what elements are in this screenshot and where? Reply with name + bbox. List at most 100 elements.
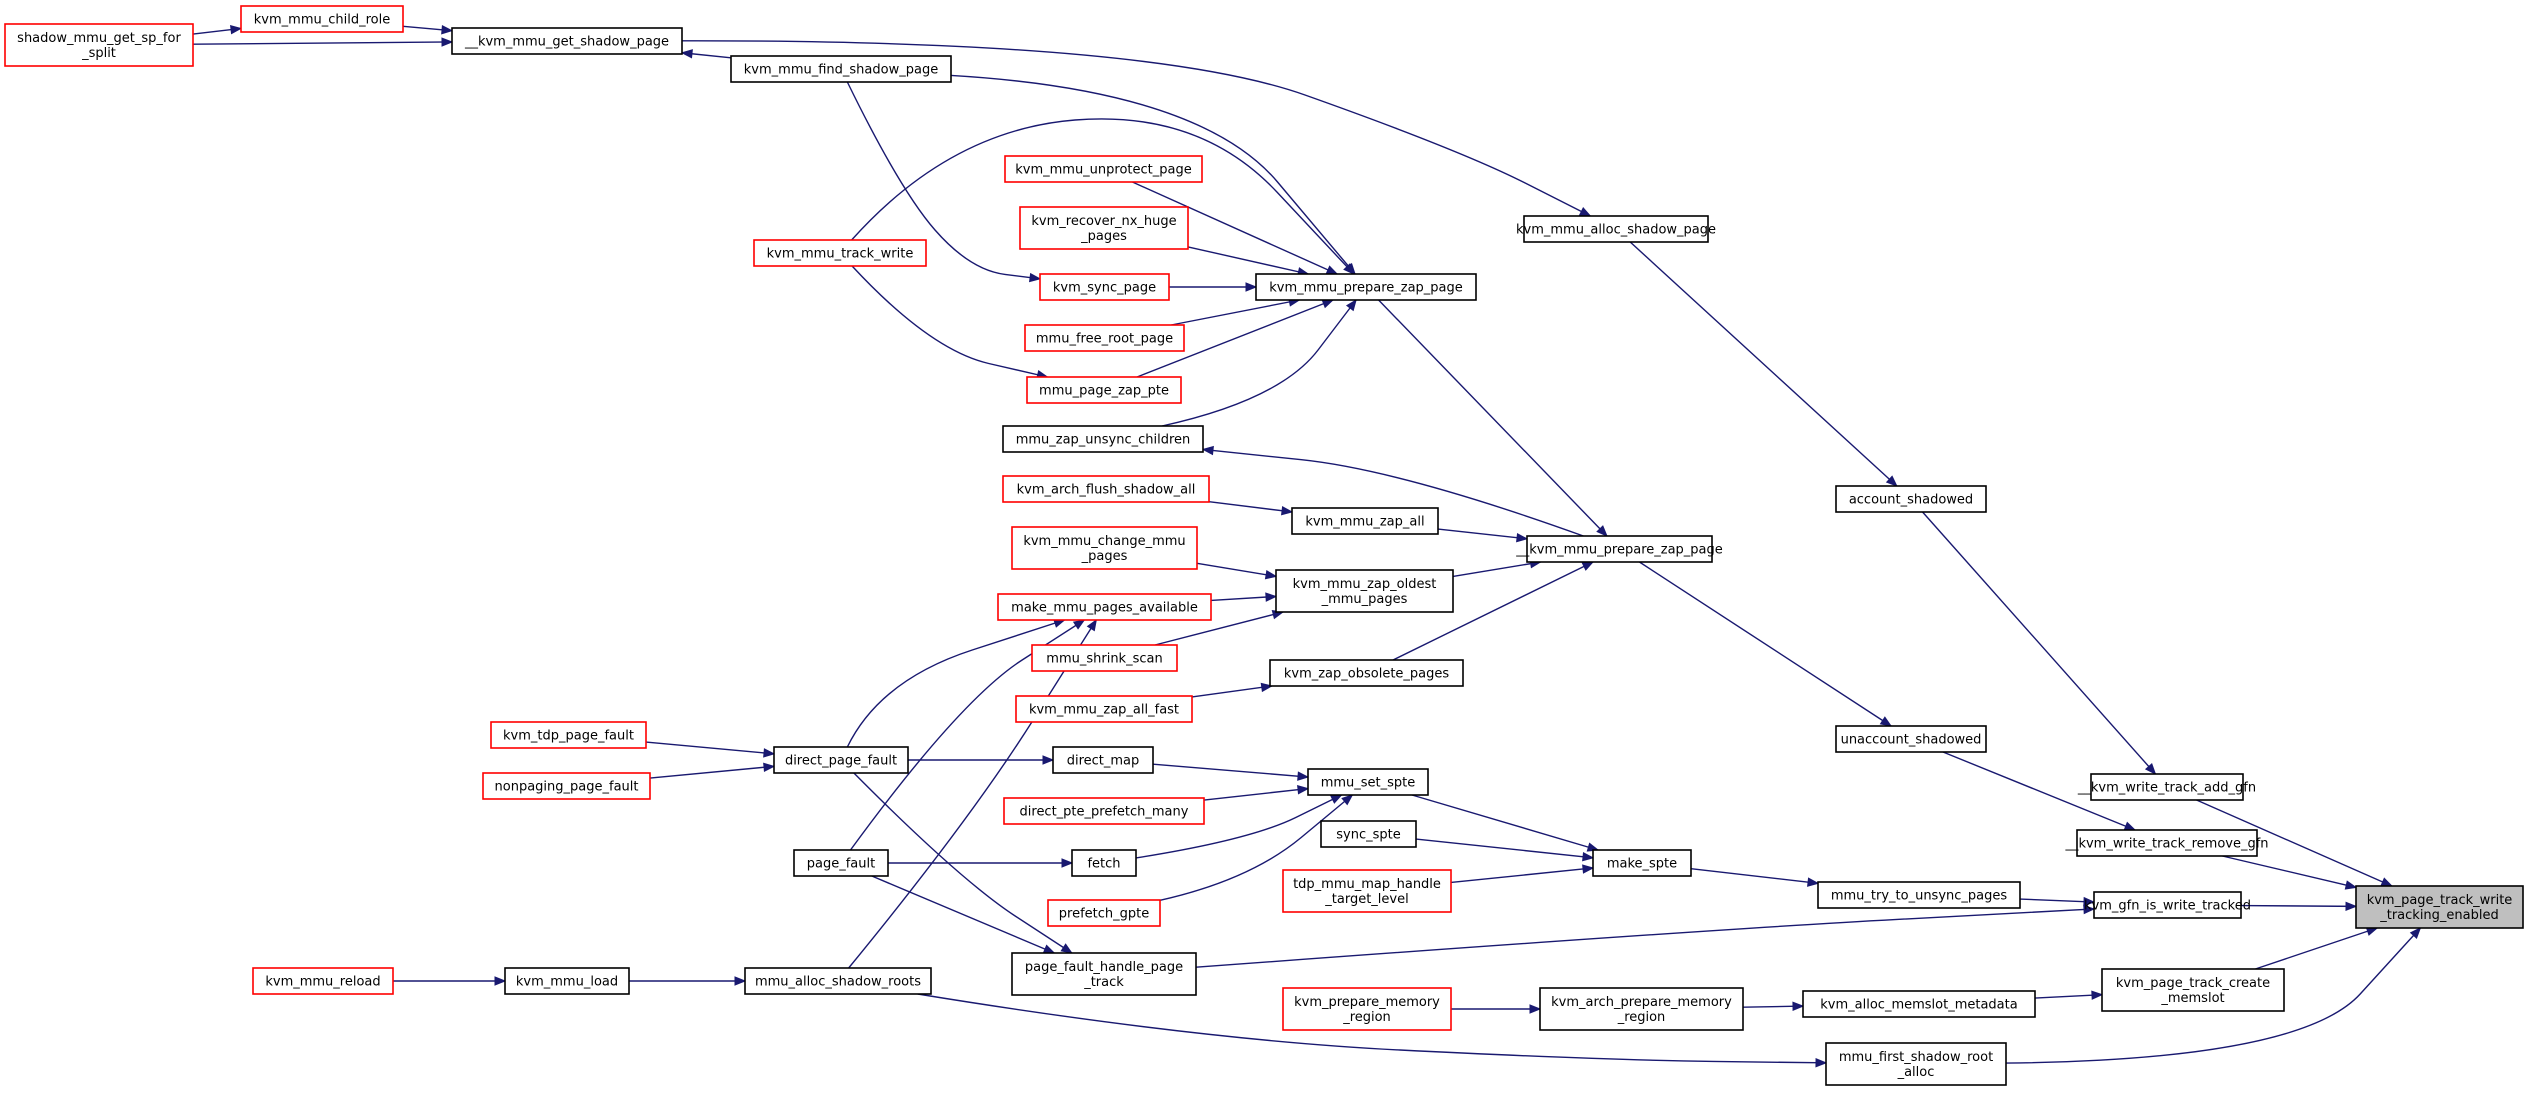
function-node-mmu-alloc-shadow-page[interactable]: kvm_mmu_alloc_shadow_page <box>1516 215 1716 243</box>
call-edge-arrowhead <box>1321 299 1335 309</box>
function-node-kvm-mmu-load[interactable]: kvm_mmu_load <box>504 967 630 995</box>
call-edge-line <box>849 619 1085 851</box>
function-node-kvm-mmu-find-shadow-page[interactable]: kvm_mmu_find_shadow_page <box>730 55 952 83</box>
function-node-kvm-mmu-reload[interactable]: kvm_mmu_reload <box>252 967 394 995</box>
function-node-box <box>1039 273 1170 301</box>
function-node-label: kvm_recover_nx_huge <box>1031 214 1176 229</box>
call-edge <box>1922 511 2157 776</box>
function-node-alloc-memslot-metadata[interactable]: kvm_alloc_memslot_metadata <box>1802 990 2036 1018</box>
call-edge <box>853 772 1073 954</box>
function-node-label: make_spte <box>1607 857 1677 872</box>
function-node-mmu-zap-unsync-children[interactable]: mmu_zap_unsync_children <box>1002 425 1204 453</box>
function-node-page-fault-handle-page-track[interactable]: page_fault_handle_page_track <box>1011 952 1197 996</box>
function-node-page-fault[interactable]: page_fault <box>793 849 889 877</box>
call-edge <box>1169 282 1258 292</box>
function-node-box <box>1255 273 1477 301</box>
function-node-kvm-tdp-page-fault[interactable]: kvm_tdp_page_fault <box>490 721 647 749</box>
function-node-kvm-zap-obsolete-pages[interactable]: kvm_zap_obsolete_pages <box>1269 659 1464 687</box>
function-node-kvm-mmu-prepare-zap-page-u[interactable]: __kvm_mmu_prepare_zap_page <box>1515 535 1723 563</box>
call-edge-line <box>1196 562 1277 578</box>
function-node-mmu-first-shadow-root-alloc[interactable]: mmu_first_shadow_root_alloc <box>1825 1042 2007 1086</box>
function-node-box <box>1275 569 1454 613</box>
function-node-box <box>1835 725 1987 753</box>
function-node-box <box>1282 987 1452 1031</box>
function-node-mmu-page-zap-pte[interactable]: mmu_page_zap_pte <box>1026 376 1182 404</box>
function-node-account-shadowed[interactable]: account_shadowed <box>1835 485 1987 513</box>
call-edge-arrowhead <box>763 748 776 758</box>
call-edge <box>846 618 1066 748</box>
function-node-box <box>490 721 647 749</box>
function-node-direct-pte-prefetch-many[interactable]: direct_pte_prefetch_many <box>1003 797 1205 825</box>
function-node-shadow-mmu-get-sp-for-split[interactable]: shadow_mmu_get_sp_for_split <box>4 23 194 67</box>
call-edge-arrowhead <box>1815 1057 1828 1068</box>
call-edge-line <box>192 41 453 45</box>
call-edge-line <box>1378 299 1608 537</box>
function-node-make-mmu-pages-available[interactable]: make_mmu_pages_available <box>997 593 1212 621</box>
function-node-kvm-mmu-zap-all[interactable]: kvm_mmu_zap_all <box>1291 507 1439 535</box>
function-node-kvm-mmu-child-role[interactable]: kvm_mmu_child_role <box>240 5 404 33</box>
function-node-prefetch-gpte[interactable]: prefetch_gpte <box>1047 899 1161 927</box>
call-edge-arrowhead <box>2144 763 2157 776</box>
function-node-direct-map[interactable]: direct_map <box>1052 746 1154 774</box>
function-node-make-spte[interactable]: make_spte <box>1592 849 1692 877</box>
function-node-kvm-mmu-prepare-zap-page[interactable]: kvm_mmu_prepare_zap_page <box>1255 273 1477 301</box>
function-node-label: fetch <box>1087 857 1120 872</box>
function-node-fetch[interactable]: fetch <box>1071 849 1137 877</box>
call-edge-line <box>871 875 1055 954</box>
function-node-kvm-mmu-unprotect-page[interactable]: kvm_mmu_unprotect_page <box>1004 155 1203 183</box>
call-edge-line <box>1136 299 1334 378</box>
call-edge <box>1195 904 2096 968</box>
function-node-label: kvm_arch_prepare_memory <box>1551 995 1732 1010</box>
function-node-write-track-remove[interactable]: __kvm_write_track_remove_gfn <box>2064 829 2269 857</box>
call-edge <box>846 81 1042 283</box>
function-node-mmu-try-to-unsync[interactable]: mmu_try_to_unsync_pages <box>1817 881 2021 909</box>
call-edge-arrowhead <box>1325 265 1339 275</box>
function-node-direct-page-fault[interactable]: direct_page_fault <box>773 746 909 774</box>
function-node-label: __kvm_write_track_remove_gfn <box>2064 837 2268 852</box>
call-edge-line <box>1161 299 1357 427</box>
call-edge-line <box>1392 561 1594 661</box>
function-node-label: mmu_zap_unsync_children <box>1016 433 1191 448</box>
call-edge-line <box>851 118 1355 275</box>
call-edge-arrowhead <box>1060 943 1073 954</box>
function-node-box <box>240 5 404 33</box>
function-node-kvm-sync-page[interactable]: kvm_sync_page <box>1039 273 1170 301</box>
function-node-mmu-free-root-page[interactable]: mmu_free_root_page <box>1024 324 1185 352</box>
function-node-kvm-mmu-zap-oldest[interactable]: kvm_mmu_zap_oldest_mmu_pages <box>1275 569 1454 613</box>
function-node-write-track-add[interactable]: __kvm_write_track_add_gfn <box>2077 773 2256 801</box>
function-node-nonpaging-page-fault[interactable]: nonpaging_page_fault <box>482 772 651 800</box>
function-node-kvm-recover-nx-huge-pages[interactable]: kvm_recover_nx_huge_pages <box>1019 206 1189 250</box>
function-node-page-track-create-memslot[interactable]: kvm_page_track_create_memslot <box>2101 968 2285 1012</box>
call-edge-arrowhead <box>1341 794 1354 806</box>
function-node-box <box>252 967 394 995</box>
function-node-label: _track <box>1083 975 1124 990</box>
function-node-tdp-mmu-map-handle[interactable]: tdp_mmu_map_handle_target_level <box>1282 869 1452 913</box>
function-node-kvm-mmu-get-shadow-page[interactable]: __kvm_mmu_get_shadow_page <box>451 27 683 55</box>
call-edge <box>680 49 732 59</box>
call-edge-line <box>1135 794 1342 859</box>
call-edge <box>629 976 747 986</box>
function-node-box <box>793 849 889 877</box>
function-node-unaccount-shadowed[interactable]: unaccount_shadowed <box>1835 725 1987 753</box>
function-node-label: prefetch_gpte <box>1059 907 1149 922</box>
function-node-box <box>1071 849 1137 877</box>
call-edge-arrowhead <box>2380 877 2394 887</box>
function-node-mmu-set-spte[interactable]: mmu_set_spte <box>1307 768 1429 796</box>
call-edge-arrowhead <box>441 37 454 47</box>
function-node-kvm-prepare-memory-region[interactable]: kvm_prepare_memory_region <box>1282 987 1452 1031</box>
call-edge <box>645 741 776 758</box>
call-edge-arrowhead <box>1042 755 1055 765</box>
function-node-arch-prepare-memory-region[interactable]: kvm_arch_prepare_memory_region <box>1539 987 1744 1031</box>
function-node-sync-spte[interactable]: sync_spte <box>1320 820 1417 848</box>
function-node-mmu-shrink-scan[interactable]: mmu_shrink_scan <box>1031 644 1178 672</box>
function-node-mmu-alloc-shadow-roots[interactable]: mmu_alloc_shadow_roots <box>744 967 932 995</box>
edges-layer <box>192 24 2422 1068</box>
function-node-kvm-arch-flush-shadow-all[interactable]: kvm_arch_flush_shadow_all <box>1002 475 1210 503</box>
function-node-kvm-mmu-zap-all-fast[interactable]: kvm_mmu_zap_all_fast <box>1015 695 1193 723</box>
call-edge-arrowhead <box>2083 904 2096 915</box>
function-node-label: unaccount_shadowed <box>1841 733 1982 748</box>
function-node-label: _memslot <box>2160 991 2224 1006</box>
function-node-kvm-mmu-track-write[interactable]: kvm_mmu_track_write <box>753 239 927 267</box>
function-node-gfn-is-write-tracked[interactable]: kvm_gfn_is_write_tracked <box>2084 891 2251 919</box>
function-node-kvm-mmu-change-mmu-pages[interactable]: kvm_mmu_change_mmu_pages <box>1011 526 1198 570</box>
